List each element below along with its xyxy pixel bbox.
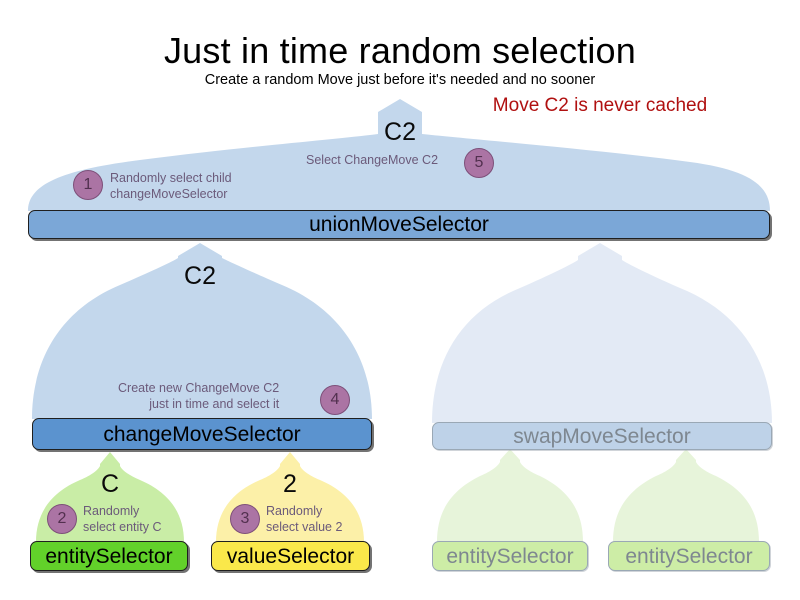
flow-label-flow-top-c2: C2 [384, 118, 416, 146]
arrow-entity-swap-right-to-swap [613, 449, 759, 542]
step-note-line: select entity C [83, 520, 162, 534]
step-badge-2: 2 [47, 504, 77, 534]
node-label: unionMoveSelector [309, 213, 489, 236]
node-label: entitySelector [45, 544, 173, 568]
step-note-3: Randomly select value 2 [266, 503, 342, 535]
step-note-4: Create new ChangeMove C2 just in time and… [118, 380, 279, 412]
arrow-change-to-union [32, 243, 372, 419]
node-changeMoveSelector[interactable]: changeMoveSelector [32, 418, 372, 450]
step-note-line: select value 2 [266, 520, 343, 534]
node-label: entitySelector [446, 544, 574, 568]
flow-label-flow-entity-c: C [100, 470, 120, 498]
node-entitySelector-change[interactable]: entitySelector [30, 541, 188, 571]
node-entitySelector-swap-right[interactable]: entitySelector [608, 541, 770, 571]
step-badge-1: 1 [73, 170, 103, 200]
flow-label-flow-mid-c2: C2 [184, 262, 216, 290]
node-unionMoveSelector[interactable]: unionMoveSelector [28, 210, 770, 239]
step-note-line: Select ChangeMove C2 [306, 153, 439, 167]
step-note-1: Randomly select child changeMoveSelector [110, 170, 232, 202]
step-note-2: Randomly select entity C [83, 503, 162, 535]
step-note-line: Randomly [266, 504, 323, 518]
arrow-union-up [28, 99, 770, 211]
step-badge-4: 4 [320, 385, 350, 415]
step-badge-5: 5 [464, 148, 494, 178]
step-note-5: Select ChangeMove C2 [306, 152, 438, 168]
node-label: changeMoveSelector [103, 422, 301, 446]
node-label: entitySelector [625, 544, 753, 568]
never-cached-annotation: Move C2 is never cached [492, 95, 708, 116]
node-swapMoveSelector[interactable]: swapMoveSelector [432, 422, 772, 450]
step-badge-3: 3 [230, 504, 260, 534]
step-note-line: changeMoveSelector [110, 187, 228, 201]
step-note-line: Randomly [83, 504, 140, 518]
node-entitySelector-swap-left[interactable]: entitySelector [432, 541, 588, 571]
page-subtitle: Create a random Move just before it's ne… [204, 72, 596, 88]
arrow-swap-to-union [432, 243, 772, 423]
step-note-line: just in time and select it [149, 397, 280, 411]
step-note-line: Randomly select child [110, 171, 232, 185]
page-title: Just in time random selection [163, 30, 636, 71]
arrow-entity-swap-left-to-swap [437, 449, 583, 542]
flow-label-flow-value-2: 2 [283, 470, 297, 498]
node-label: swapMoveSelector [513, 424, 691, 448]
step-note-line: Create new ChangeMove C2 [118, 381, 280, 395]
node-valueSelector-change[interactable]: valueSelector [211, 541, 370, 571]
node-label: valueSelector [226, 544, 355, 568]
